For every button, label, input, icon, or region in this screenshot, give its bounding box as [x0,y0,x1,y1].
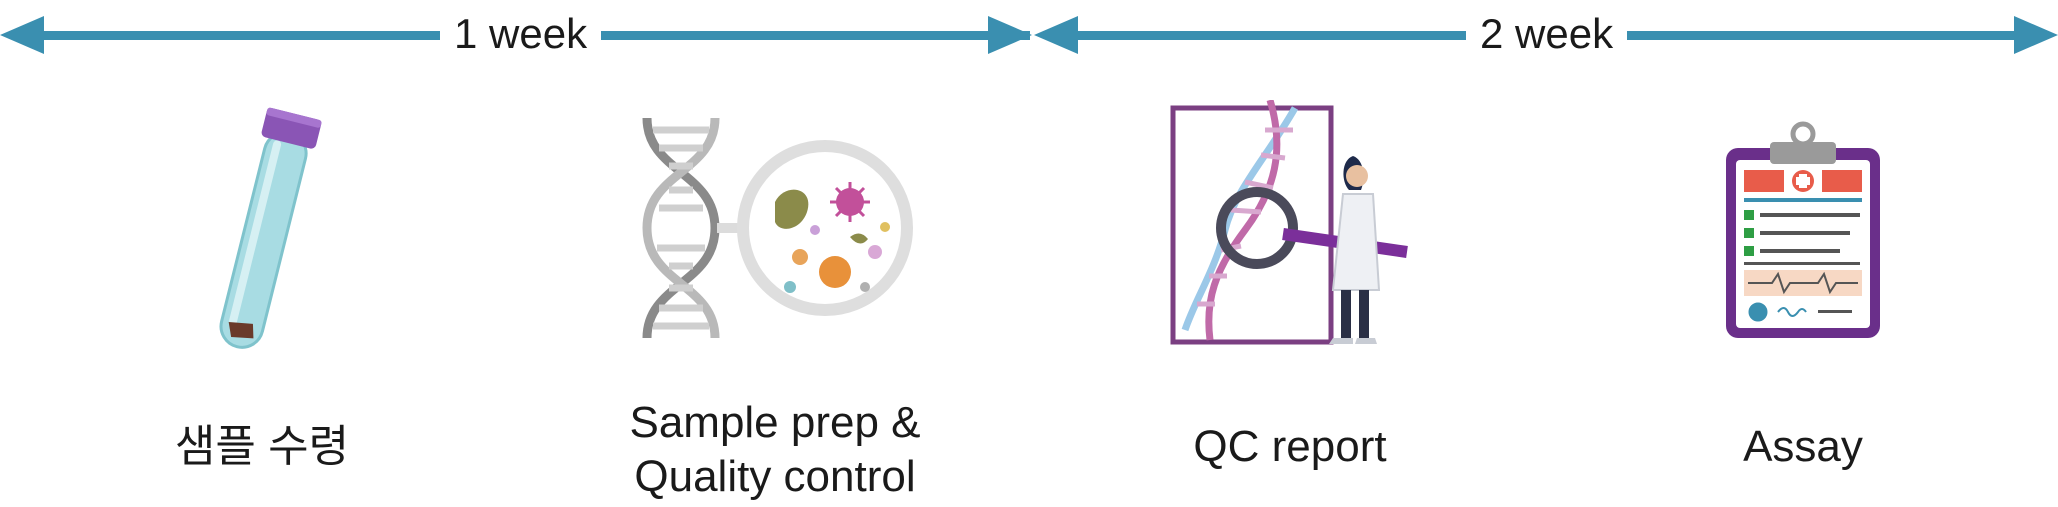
arrowhead-left-2 [1034,16,1078,54]
arrowhead-right-2 [2014,16,2058,54]
timeline-arrows [0,16,2058,54]
step-label-assay: Assay [1743,422,1863,471]
phase-label-1-week: 1 week [440,8,602,60]
phase-label-2-week: 2 week [1466,8,1628,60]
step-label-sample-prep-line2: Quality control [634,452,916,501]
dna-microbiome-icon [642,117,913,339]
arrowhead-right-1 [988,16,1032,54]
step-label-sample-prep-line1: Sample prep & [629,398,921,447]
step-label-sample-receipt: 샘플 수령 [174,422,350,471]
dna-scientist-icon [1170,100,1408,345]
clipboard-report-icon [1726,121,1880,338]
step-label-qc-report: QC report [1193,422,1387,471]
sample-tube-icon [219,107,322,349]
arrowhead-left-1 [0,16,44,54]
step-label-sample-prep: Sample prep & Quality control [629,396,920,504]
